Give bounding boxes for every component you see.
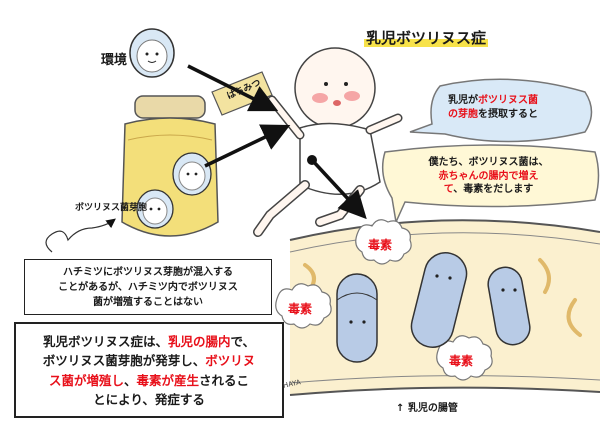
toxin-cloud-1 (355, 219, 412, 265)
bubble-baby-highlight-1: ボツリヌス菌 (478, 95, 538, 106)
summary-highlight-3a: ス菌が増殖し (48, 372, 124, 388)
arrow-environment-to-baby (187, 64, 279, 112)
summary-highlight-3c: 毒素が産生 (136, 372, 200, 388)
summary-text-2a: ボツリヌス菌芽胞が発芽し、 (42, 353, 206, 369)
gut-label: ↑ 乳児の腸管 (396, 403, 458, 414)
honey-note-line-1: ハチミツにボツリヌス芽胞が混入する (63, 267, 233, 278)
bubble-bacteria-line-2: 赤ちゃんの腸内で増え (438, 170, 539, 182)
summary-highlight-1: 乳児の腸内 (167, 334, 231, 349)
summary-text-3d: されるこ (199, 372, 250, 388)
summary-line-4: とにより、発症する (93, 392, 205, 408)
title-text: 乳児ボツリヌス症 (364, 29, 489, 47)
summary-box: 乳児ボツリヌス症は、乳児の腸内で、 ボツリヌス菌芽胞が発芽し、ボツリヌ ス菌が増… (14, 322, 284, 418)
toxin-label-3: 毒素 (449, 354, 474, 368)
bubble-baby-highlight-2: の芽胞 (448, 108, 478, 120)
speech-bubble-baby (409, 78, 593, 143)
spore-label: ボツリヌス菌芽胞 (75, 203, 148, 213)
honey-note-box: ハチミツにボツリヌス芽胞が混入する ことがあるが、ハチミツ内でボツリヌス 菌が増… (24, 259, 272, 315)
bacteria-bubble-text: 僕たち、ボツリヌス菌は、 赤ちゃんの腸内で増え て、毒素をだします (386, 156, 591, 197)
bubble-baby-text-1: 乳児が (448, 95, 478, 106)
summary-text-1c: で、 (230, 334, 256, 349)
speech-bubble-bacteria (381, 144, 600, 225)
bubble-bacteria-text-3: 、毒素をだします (453, 184, 534, 195)
baby-bubble-text: 乳児がボツリヌス菌 の芽胞を摂取すると (448, 94, 578, 121)
summary-highlight-2: ボツリヌ (205, 353, 256, 369)
environment-label: 環境 (101, 53, 128, 68)
baby-drawing (253, 47, 403, 237)
toxin-cloud-2 (275, 283, 332, 329)
arrow-honey-to-baby (204, 124, 291, 168)
honey-note-line-3: 菌が増殖することはない (93, 297, 203, 308)
arrow-note-to-honey (45, 218, 116, 253)
bubble-bacteria-line-1: 僕たち、ボツリヌス菌は、 (428, 157, 549, 168)
toxin-cloud-3 (436, 335, 493, 381)
bubble-baby-text-2: を摂取すると (478, 108, 538, 120)
bubble-bacteria-highlight-3: て (443, 184, 454, 195)
arrow-to-gut (310, 158, 367, 220)
toxin-label-2: 毒素 (288, 302, 313, 316)
bacteria-drawing (336, 252, 531, 363)
summary-text-3b: 、 (123, 372, 137, 388)
diagram-title: 乳児ボツリヌス症 (364, 28, 489, 48)
environment-spore-drawing (129, 28, 175, 78)
honey-jar-drawing (121, 95, 219, 237)
honey-note-line-2: ことがあるが、ハチミツ内でボツリヌス (58, 282, 238, 293)
summary-text-1a: 乳児ボツリヌス症は、 (42, 334, 168, 349)
toxin-label-1: 毒素 (368, 238, 393, 252)
